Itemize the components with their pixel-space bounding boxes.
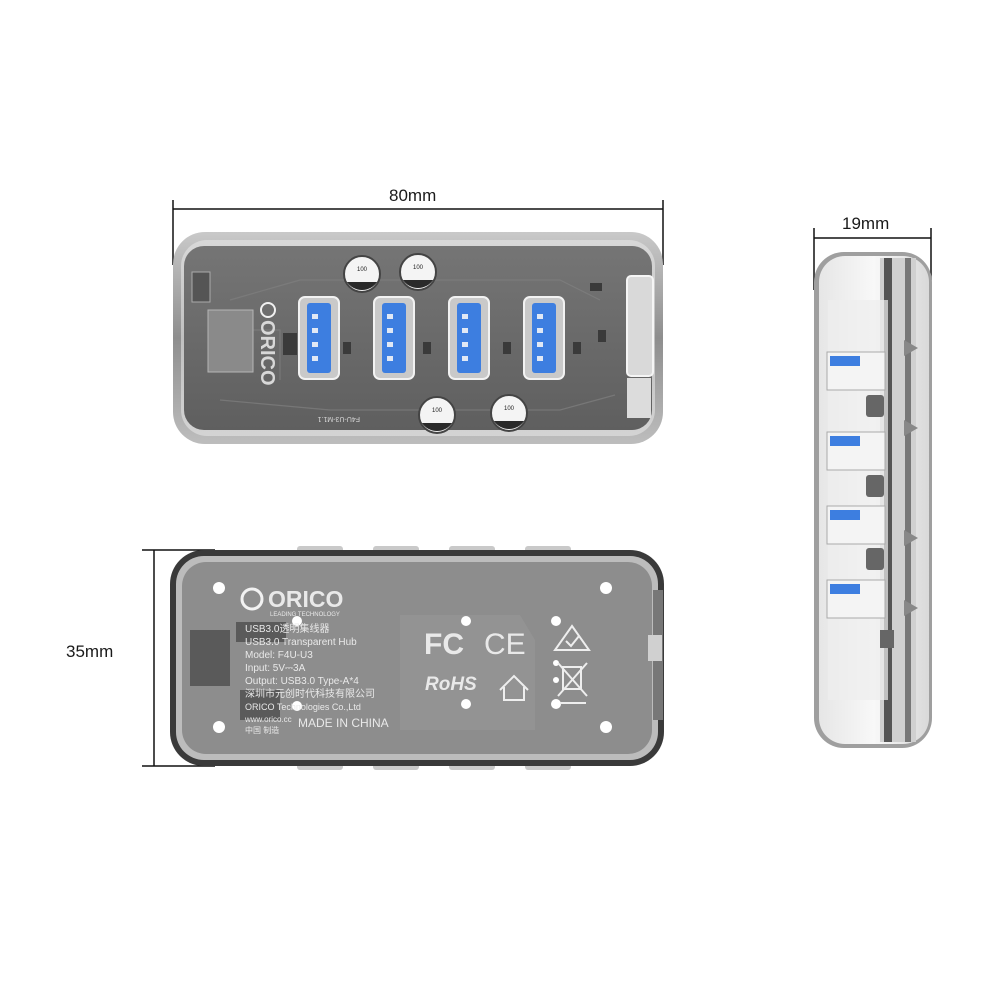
top-brand-name: ORICO [256, 320, 278, 386]
side-view [814, 252, 932, 748]
spec-line-5: Output: USB3.0 Type-A*4 [245, 676, 359, 687]
rcm-mark-icon [553, 624, 591, 651]
bottom-brand-name: ORICO [268, 586, 343, 612]
svg-text:100: 100 [504, 406, 515, 412]
bottom-brand-tagline: LEADING TECHNOLOGY [270, 612, 340, 618]
bottom-brand-logo: ORICO LEADING TECHNOLOGY [240, 586, 343, 618]
top-view: ORICO 100 [173, 232, 663, 444]
spec-line-4: Input: 5V⎓3A [245, 663, 306, 674]
capacitor-top-1: 100 [343, 255, 381, 293]
bottom-view: ORICO LEADING TECHNOLOGY USB3.0透明集线器 USB… [170, 546, 664, 770]
svg-text:100: 100 [432, 408, 443, 414]
width-dimension-line [172, 200, 664, 265]
usb-port-3 [448, 296, 490, 380]
spec-line-2: USB3.0 Transparent Hub [245, 637, 357, 648]
height-dimension-label: 35mm [66, 642, 114, 661]
made-in-china-text: MADE IN CHINA [298, 716, 389, 730]
depth-dimension-line [813, 228, 932, 290]
spec-line-9: 中国 制造 [245, 725, 279, 735]
spec-line-7: ORICO Technologies Co.,Ltd [245, 702, 361, 712]
side-usb-port-4 [826, 579, 886, 619]
usb-port-1 [298, 296, 340, 380]
side-usb-port-2 [826, 431, 886, 471]
weee-bin-icon [557, 662, 588, 704]
pcb-code-label: F4U-U3-M1.1 [317, 415, 360, 422]
spec-line-8: www.orico.cc [244, 715, 292, 724]
chip-area [207, 309, 254, 373]
spec-line-1: USB3.0透明集线器 [245, 622, 329, 635]
width-dimension-label: 80mm [389, 186, 437, 205]
capacitor-bottom-2: 100 [490, 394, 528, 432]
screw-holes [213, 582, 612, 733]
usb-port-4 [523, 296, 565, 380]
indoor-use-house-icon [499, 674, 529, 701]
side-usb-port-1 [826, 351, 886, 391]
height-dimension-line [142, 549, 215, 767]
ce-mark: CE [484, 628, 526, 661]
svg-text:100: 100 [357, 267, 368, 273]
capacitor-top-2: 100 [399, 253, 437, 291]
spec-line-6: 深圳市元创时代科技有限公司 [245, 687, 375, 700]
svg-text:100: 100 [413, 265, 424, 271]
fc-mark: FC [424, 628, 464, 661]
capacitor-bottom-1: 100 [418, 396, 456, 434]
depth-dimension-label: 19mm [842, 214, 890, 233]
spec-text-block: USB3.0透明集线器 USB3.0 Transparent Hub Model… [244, 622, 375, 735]
top-brand-logo: ORICO [256, 302, 278, 386]
side-usb-port-3 [826, 505, 886, 545]
spec-line-3: Model: F4U-U3 [245, 650, 313, 661]
rohs-mark: RoHS [425, 674, 477, 695]
usb-port-2 [373, 296, 415, 380]
power-connector [626, 275, 654, 377]
